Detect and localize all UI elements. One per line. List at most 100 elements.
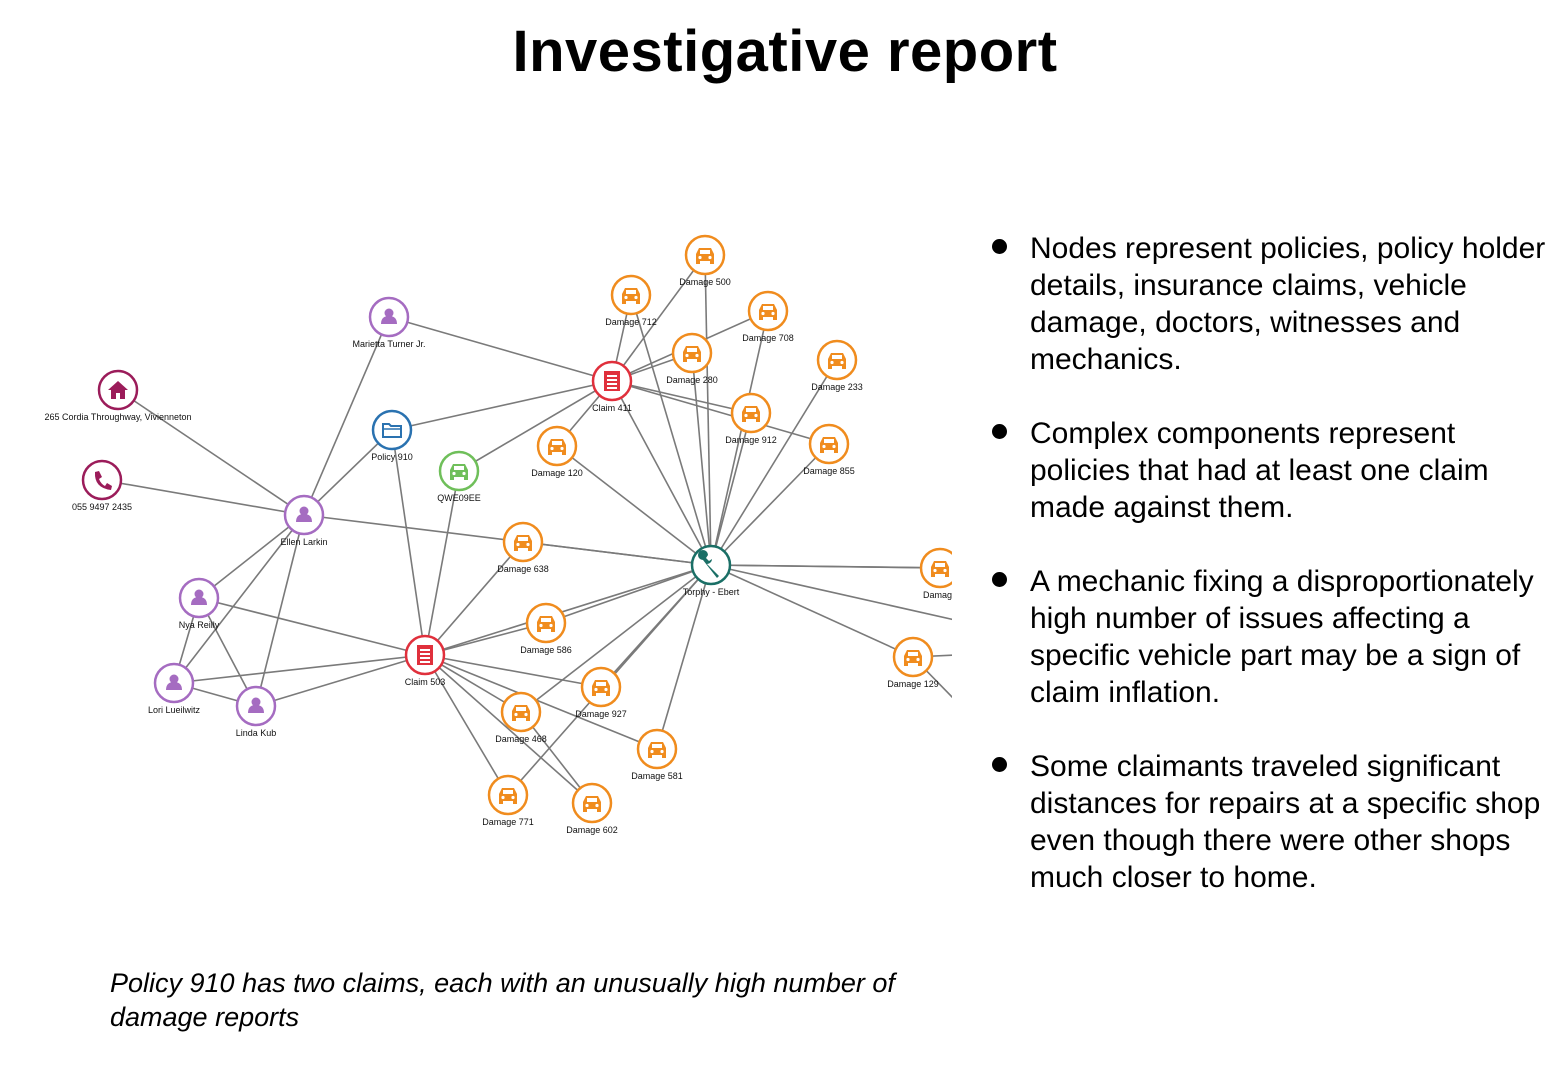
claim-icon: [604, 371, 620, 391]
graph-node-claim411[interactable]: Claim 411: [591, 360, 633, 413]
graph-edge: [710, 412, 752, 566]
graph-edge: [704, 254, 712, 566]
home-icon: [108, 381, 128, 399]
graph-edge: [303, 316, 390, 516]
graph-edge: [424, 470, 460, 656]
car-icon: [537, 616, 555, 632]
graph-node-d280[interactable]: Damage 280: [666, 332, 718, 385]
bullet-text: Complex components represent policies th…: [1030, 417, 1489, 524]
car-icon: [742, 406, 760, 422]
graph-node-d708[interactable]: Damage 708: [742, 290, 794, 343]
node-ring: [81, 459, 123, 501]
car-icon: [450, 464, 468, 480]
bullet-dot-icon: [992, 239, 1007, 254]
graph-node-d233[interactable]: Damage 233: [811, 339, 863, 392]
graph-node-dedge[interactable]: Damage: [919, 547, 952, 600]
graph-edge: [388, 316, 613, 382]
graph-node-d602[interactable]: Damage 602: [566, 782, 618, 835]
graph-node-d771[interactable]: Damage 771: [482, 774, 534, 827]
graph-node-claim503[interactable]: Claim 503: [405, 634, 446, 687]
graph-edge: [255, 654, 426, 707]
graph-node-lori[interactable]: Lori Lueilwitz: [148, 662, 201, 715]
node-label: Claim 411: [592, 403, 632, 413]
node-label: Damage: [923, 590, 952, 600]
graph-node-d120[interactable]: Damage 120: [531, 425, 583, 478]
graph-node-linda[interactable]: Linda Kub: [236, 685, 277, 738]
node-label: Nya Reilly: [179, 620, 220, 630]
node-label: Damage 602: [566, 825, 618, 835]
graph-node-vehicle[interactable]: QWE09EE: [437, 450, 481, 503]
graph-edge: [173, 514, 305, 684]
car-icon: [648, 742, 666, 758]
page-title: Investigative report: [512, 19, 1058, 84]
node-label: Damage 927: [575, 709, 627, 719]
node-label: 055 9497 2435: [72, 502, 132, 512]
graph-edge: [710, 564, 952, 569]
node-label: Damage 638: [497, 564, 549, 574]
node-label: Damage 712: [605, 317, 657, 327]
graph-edge: [611, 380, 752, 414]
graph-node-d855[interactable]: Damage 855: [803, 423, 855, 476]
car-icon: [683, 346, 701, 362]
graph-node-marietta[interactable]: Marietta Turner Jr.: [352, 296, 426, 349]
graph-edge: [611, 380, 830, 445]
node-layer: Marietta Turner Jr. 265 Cordia Throughway…: [44, 234, 952, 835]
graph-node-ellen[interactable]: Ellen Larkin: [280, 494, 328, 547]
graph-edge: [391, 429, 426, 656]
graph-edge: [198, 514, 305, 599]
node-label: Damage 120: [531, 468, 583, 478]
graph-edge: [656, 564, 712, 750]
node-label: Damage 855: [803, 466, 855, 476]
graph-node-d129[interactable]: Damage 129: [887, 636, 939, 689]
bullet-item: Some claimants traveled significant dist…: [990, 748, 1550, 896]
node-label: Linda Kub: [236, 728, 277, 738]
graph-node-d638[interactable]: Damage 638: [497, 521, 549, 574]
car-icon: [622, 288, 640, 304]
graph-edge: [424, 654, 509, 796]
graph-node-d586[interactable]: Damage 586: [520, 602, 572, 655]
claim-icon: [417, 645, 433, 665]
graph-node-d581[interactable]: Damage 581: [631, 728, 683, 781]
graph-edge: [611, 254, 706, 382]
node-ring: [690, 544, 732, 586]
node-label: Damage 912: [725, 435, 777, 445]
graph-edge: [710, 310, 769, 566]
graph-node-policy910[interactable]: Policy 910: [371, 409, 413, 462]
graph-edge: [424, 541, 524, 656]
graph-edge: [556, 445, 712, 566]
person-icon: [381, 308, 397, 324]
folder-icon: [382, 423, 402, 438]
graph-node-d912[interactable]: Damage 912: [725, 392, 777, 445]
person-icon: [296, 506, 312, 522]
graph-edge: [710, 564, 914, 658]
graph-edge: [101, 479, 305, 516]
car-icon: [931, 561, 949, 577]
graph-edge: [424, 564, 712, 656]
car-icon: [696, 248, 714, 264]
node-label: Torphy - Ebert: [683, 587, 740, 597]
node-label: Lori Lueilwitz: [148, 705, 201, 715]
car-icon: [548, 439, 566, 455]
car-icon: [904, 650, 922, 666]
graph-node-d927[interactable]: Damage 927: [575, 666, 627, 719]
node-label: Damage 771: [482, 817, 534, 827]
graph-node-d468[interactable]: Damage 468: [495, 691, 547, 744]
node-label: Damage 468: [495, 734, 547, 744]
graph-edge: [522, 541, 712, 566]
graph-node-address[interactable]: 265 Cordia Throughway, Vivienneton: [44, 369, 192, 422]
graph-edge: [545, 564, 712, 624]
car-icon: [828, 353, 846, 369]
graph-edge: [710, 443, 830, 566]
node-ring: [371, 409, 413, 451]
bullet-text: Some claimants traveled significant dist…: [1030, 750, 1541, 894]
graph-node-d712[interactable]: Damage 712: [605, 274, 657, 327]
graph-node-mechanic[interactable]: Torphy - Ebert: [683, 544, 740, 597]
graph-node-nya[interactable]: Nya Reilly: [179, 577, 220, 630]
graph-edge: [424, 622, 547, 656]
graph-edge: [198, 597, 426, 656]
network-graph-svg: Marietta Turner Jr. 265 Cordia Throughway…: [44, 234, 952, 835]
person-icon: [166, 674, 182, 690]
graph-node-phone[interactable]: 055 9497 2435: [72, 459, 132, 512]
graph-node-d500[interactable]: Damage 500: [679, 234, 731, 287]
node-label: Marietta Turner Jr.: [352, 339, 425, 349]
